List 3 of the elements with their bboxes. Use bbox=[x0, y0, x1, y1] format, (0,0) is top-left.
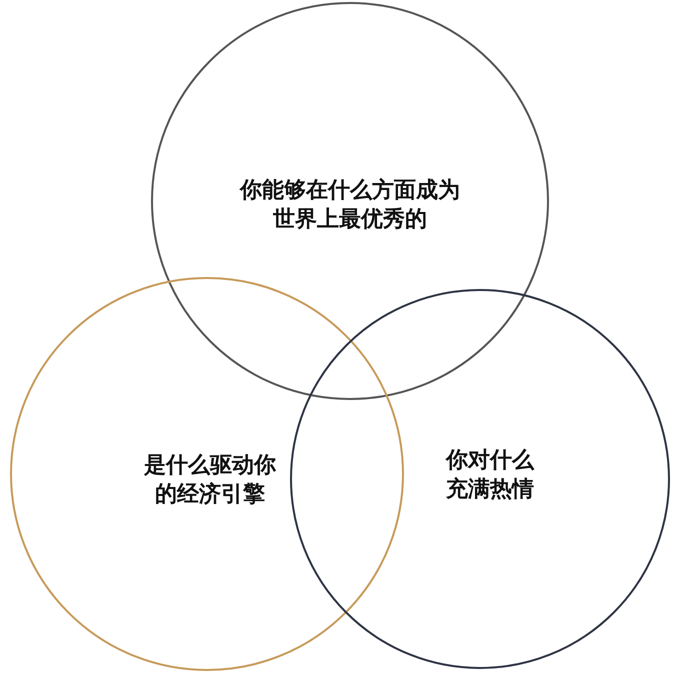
circle-label: 你对什么充满热情 bbox=[444, 446, 536, 504]
circle-label: 是什么驱动你的经济引擎 bbox=[143, 452, 277, 510]
circle-label: 你能够在什么方面成为世界上最优秀的 bbox=[238, 176, 461, 234]
